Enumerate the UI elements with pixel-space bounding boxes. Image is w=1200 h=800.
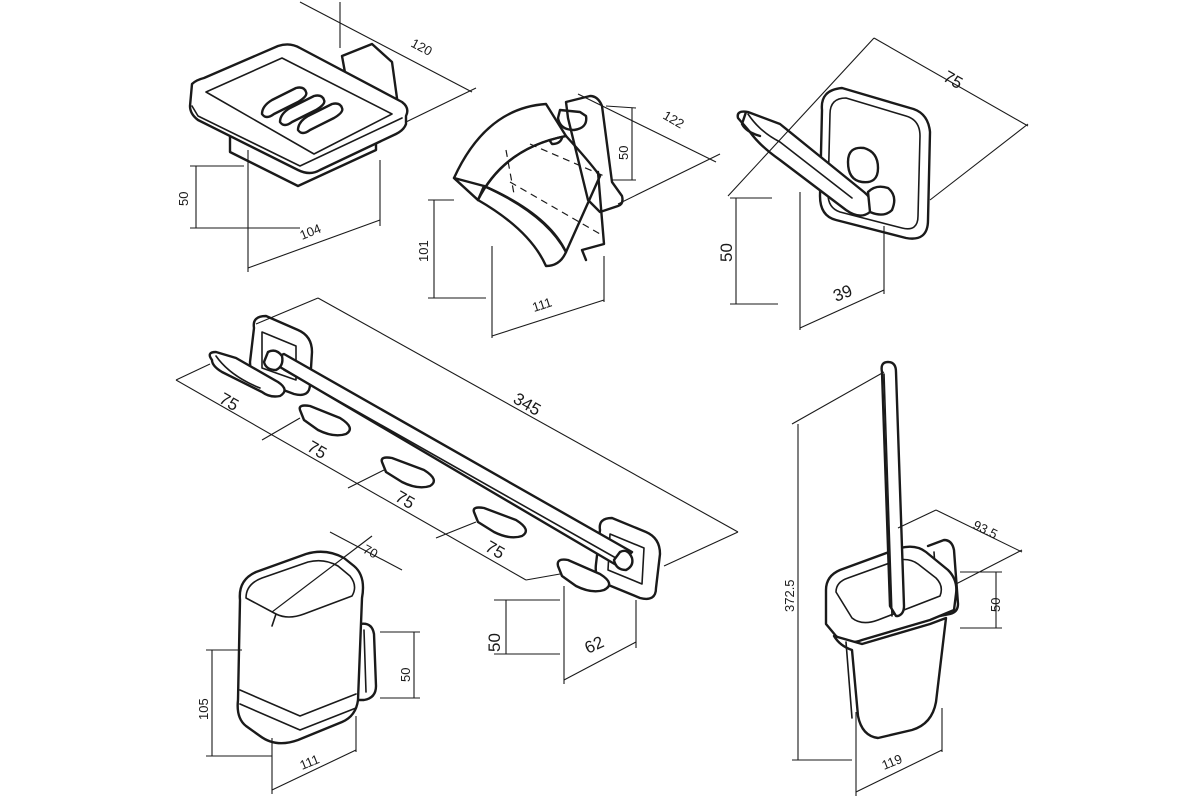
soap-dish-length-label: 120 <box>409 35 435 58</box>
hook-rail-spacing-1-label: 75 <box>216 389 242 415</box>
brush-holder-dimensions: 372.5 93.5 50 119 <box>782 371 1023 796</box>
paper-holder-width-label: 111 <box>530 294 553 314</box>
tumbler-height-label: 105 <box>196 698 211 720</box>
hook-height-label: 50 <box>717 243 736 262</box>
soap-dish-height-label: 50 <box>176 192 191 206</box>
hook-length-label: 75 <box>940 67 966 93</box>
hook-width-label: 39 <box>830 281 855 306</box>
tumbler-dimensions: 70 50 105 111 <box>196 531 420 794</box>
tumbler-width-label: 111 <box>298 751 322 772</box>
paper-holder-height-label: 101 <box>416 240 431 262</box>
hook-rail-height-label: 50 <box>485 633 504 652</box>
soap-dish-width-label: 104 <box>298 221 324 243</box>
hook-rail-spacing-4-label: 75 <box>482 537 508 563</box>
tumbler-length-label: 70 <box>361 541 381 561</box>
toilet-paper-holder <box>452 94 624 268</box>
soap-dish <box>188 42 409 188</box>
tumbler-mount-label: 50 <box>398 668 413 682</box>
hook-rail-spacing-2-label: 75 <box>304 437 330 463</box>
brush-holder-width-label: 119 <box>880 751 905 773</box>
double-hook <box>736 86 932 240</box>
brush-holder-mount-label: 50 <box>988 598 1003 612</box>
hook-rail <box>208 314 662 601</box>
brush-holder-height-label: 372.5 <box>782 579 797 612</box>
paper-holder-length-label: 122 <box>661 108 687 132</box>
toilet-brush-holder <box>824 360 960 740</box>
paper-holder-mount-label: 50 <box>616 146 631 160</box>
brush-holder-length-label: 93.5 <box>971 517 1000 542</box>
tumbler <box>236 550 378 745</box>
hook-rail-spacing-3-label: 75 <box>392 487 418 513</box>
paper-holder-dimensions: 122 50 101 111 <box>416 93 721 338</box>
hook-rail-length-label: 345 <box>510 389 544 420</box>
hook-rail-depth-label: 62 <box>582 632 607 657</box>
